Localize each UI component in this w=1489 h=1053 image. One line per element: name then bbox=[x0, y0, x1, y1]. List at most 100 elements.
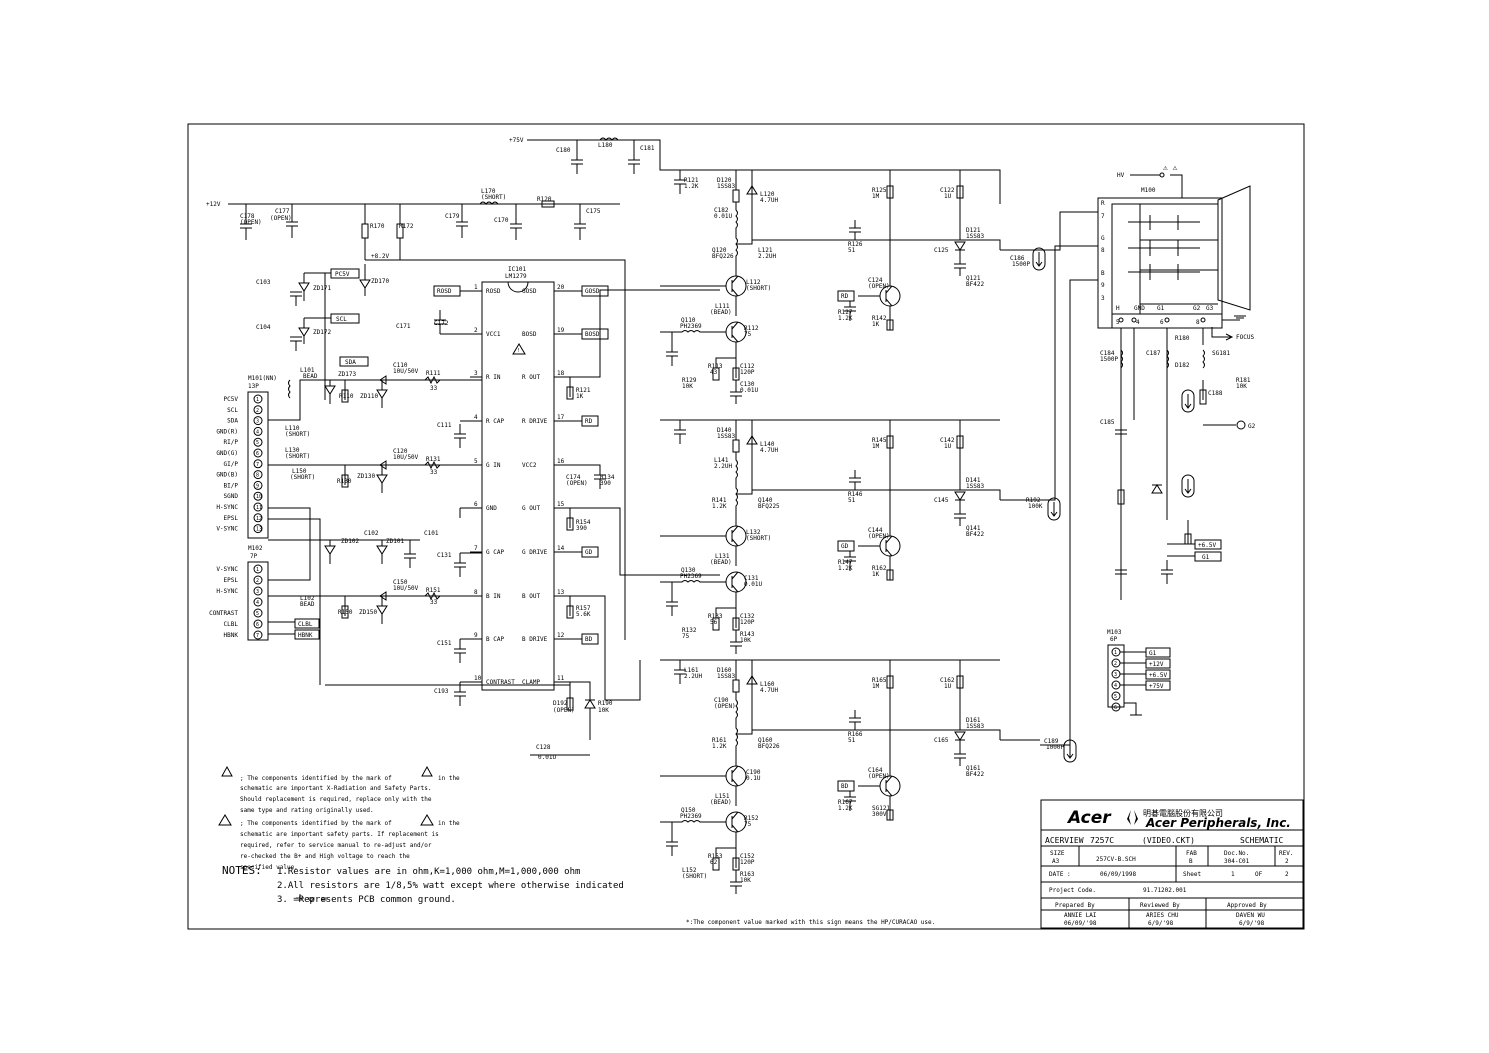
net-tag-label: BD bbox=[841, 783, 849, 790]
component-label: R112 bbox=[744, 325, 759, 332]
schematic-text: 1000P bbox=[1046, 744, 1064, 751]
wire-or-symbol bbox=[844, 551, 856, 571]
component-label: 120P bbox=[740, 619, 755, 626]
ic-pin-number: 4 bbox=[474, 414, 478, 421]
wire-or-symbol bbox=[752, 420, 1040, 501]
wire-or-symbol bbox=[1217, 185, 1251, 311]
component-label: Q110 bbox=[681, 317, 696, 324]
schematic-text: BEAD bbox=[300, 601, 315, 608]
wire-or-symbol bbox=[290, 291, 302, 306]
connector-pin-number: 2 bbox=[256, 578, 259, 584]
component-label: L152 bbox=[682, 867, 697, 874]
component-label: 1.2K bbox=[838, 565, 853, 572]
schematic-text: 304-C01 bbox=[1224, 858, 1250, 865]
schematic-text: ; The components identified by the mark … bbox=[240, 820, 392, 827]
component-label: 62 bbox=[710, 859, 718, 866]
ic-pin-number: 11 bbox=[557, 675, 565, 682]
connector-pin bbox=[253, 405, 263, 415]
schematic-text: 9 bbox=[1101, 282, 1105, 289]
connector-pin-label: SDA bbox=[227, 418, 238, 425]
connector-pin bbox=[253, 586, 263, 596]
schematic-text: R131 bbox=[426, 456, 441, 463]
ic-pin-name: G DRIVE bbox=[522, 549, 548, 556]
component-label: 1M bbox=[872, 443, 880, 450]
connector-pin-number: 11 bbox=[256, 505, 262, 511]
schematic-text: (SHORT) bbox=[285, 431, 310, 438]
connector-pin-number: 6 bbox=[1114, 705, 1117, 711]
label-12v: +12V bbox=[206, 201, 221, 208]
schematic-text: +6.5V bbox=[1198, 542, 1216, 549]
ic-pin-name: B OUT bbox=[522, 593, 540, 600]
crt-socket-m100: M100 ⚠ ⚠ R 7 G 8 B 9 3 H GND G1 G2 G3 5 … bbox=[1097, 163, 1254, 341]
wire-or-symbol bbox=[359, 264, 371, 296]
schematic-text: D192 bbox=[553, 700, 568, 707]
schematic-text: C151 bbox=[437, 640, 452, 647]
schematic-text: C184 bbox=[1100, 350, 1115, 357]
component-label: PH2369 bbox=[680, 573, 702, 580]
ic-pin-name: ROSD bbox=[486, 288, 501, 295]
schematic-text: 1 bbox=[1231, 871, 1235, 878]
schematic-text: 5.6K bbox=[576, 611, 591, 618]
connector-pin-number: 7 bbox=[256, 462, 259, 468]
schematic-text: schematic are important X-Radiation and … bbox=[240, 785, 431, 792]
connector-pin-label: V-SYNC bbox=[216, 566, 238, 573]
connector-pin bbox=[253, 513, 263, 523]
wire-or-symbol bbox=[341, 596, 349, 619]
schematic-text: R150 bbox=[338, 609, 353, 616]
net-tag bbox=[1145, 658, 1171, 669]
component-label: L141 bbox=[714, 457, 729, 464]
wire-or-symbol bbox=[268, 379, 482, 421]
connector-pin-number: 2 bbox=[256, 408, 259, 414]
ic-pin-number: 5 bbox=[474, 458, 478, 465]
wire-or-symbol bbox=[454, 420, 482, 448]
wire-or-symbol bbox=[660, 525, 739, 566]
wire-or-symbol bbox=[571, 140, 583, 174]
ic-pin-name: CLAMP bbox=[522, 679, 540, 686]
schematic-text: 10U/50V bbox=[393, 585, 419, 592]
schematic-text: G1 bbox=[1157, 305, 1165, 312]
ic-pin-name: R CAP bbox=[486, 418, 504, 425]
component-label: R129 bbox=[682, 377, 697, 384]
connector-pin bbox=[253, 448, 263, 458]
wire-or-symbol bbox=[674, 660, 686, 684]
schematic-text: 6P bbox=[1110, 636, 1118, 643]
schematic-text: H bbox=[1116, 305, 1120, 312]
connector-pin-number: 3 bbox=[1114, 672, 1117, 678]
schematic-text: Approved By bbox=[1227, 902, 1267, 909]
connector-pin-number: 6 bbox=[256, 451, 259, 457]
schematic-text: ANNIE LAI bbox=[1064, 912, 1097, 919]
component-label: SG121 bbox=[872, 805, 890, 812]
wire-or-symbol bbox=[1202, 349, 1205, 369]
component-label: 1.2K bbox=[838, 315, 853, 322]
schematic-text: CLBL bbox=[298, 621, 313, 628]
wire-or-symbol bbox=[660, 571, 739, 608]
wire-or-symbol bbox=[584, 699, 596, 740]
schematic-text: GOSD bbox=[585, 288, 600, 295]
component-label: 1U bbox=[944, 443, 952, 450]
component-label: R142 bbox=[872, 315, 887, 322]
schematic-text: 1.Resistor values are in ohm,K=1,000 ohm… bbox=[277, 867, 580, 877]
component-label: (BEAD) bbox=[710, 559, 732, 566]
ic-pin-name: CONTRAST bbox=[486, 679, 515, 686]
schematic-text: L130 bbox=[285, 447, 300, 454]
schematic-text: schematic are important safety parts. If… bbox=[240, 831, 439, 838]
schematic-text: C188 bbox=[1208, 390, 1223, 397]
component-label: BFQ226 bbox=[758, 743, 780, 750]
component-label: R133 bbox=[708, 613, 723, 620]
wire-or-symbol bbox=[1181, 389, 1195, 413]
ic-pin-number: 13 bbox=[557, 589, 565, 596]
ic-pin-number: 7 bbox=[474, 545, 478, 552]
schematic-text: same type and rating originally used. bbox=[240, 807, 374, 814]
connector-pin-label: GI/P bbox=[224, 461, 239, 468]
schematic-text: M103 bbox=[1107, 629, 1122, 636]
schematic-text: ZD170 bbox=[371, 278, 389, 285]
wire-or-symbol bbox=[554, 681, 591, 711]
connector-pin bbox=[253, 619, 263, 629]
wire-or-symbol bbox=[660, 765, 739, 806]
schematic-text: R192 bbox=[1026, 497, 1041, 504]
component-label: D121 bbox=[966, 227, 981, 234]
component-label: 300V bbox=[872, 811, 887, 818]
wire-or-symbol bbox=[596, 137, 622, 141]
schematic-text: R134 bbox=[600, 474, 615, 481]
component-label: R166 bbox=[848, 731, 863, 738]
